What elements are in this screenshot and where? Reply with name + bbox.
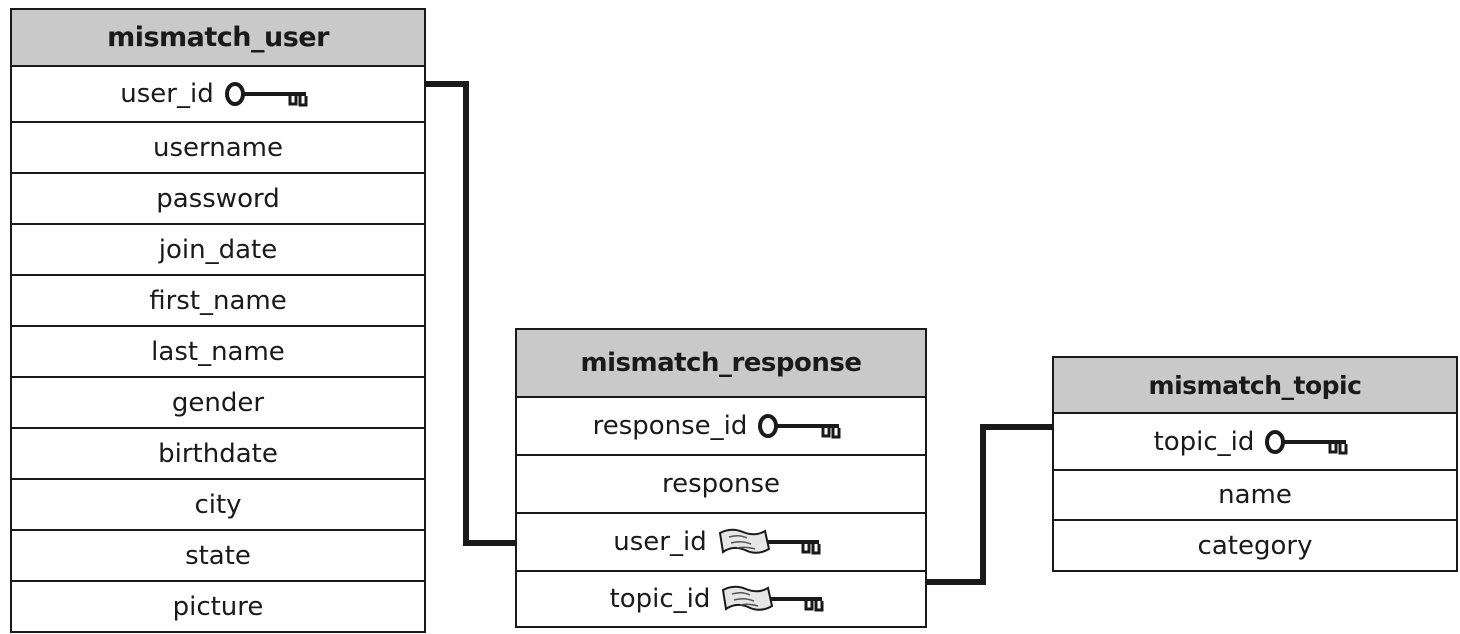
field-row: topic_id bbox=[517, 570, 925, 626]
key-icon bbox=[758, 414, 841, 439]
foreign-key-icon bbox=[718, 528, 821, 555]
field-name: city bbox=[194, 489, 242, 520]
field-name: topic_id bbox=[1153, 426, 1255, 457]
field-name: username bbox=[153, 132, 283, 163]
field-row: username bbox=[12, 121, 424, 172]
field-row: birthdate bbox=[12, 427, 424, 478]
field-name: picture bbox=[172, 591, 264, 622]
table-header: mismatch_response bbox=[517, 330, 925, 398]
connector-topic-id bbox=[890, 424, 1078, 585]
field-row: password bbox=[12, 172, 424, 223]
field-name: name bbox=[1218, 480, 1292, 510]
field-name: state bbox=[185, 540, 251, 571]
field-name: birthdate bbox=[158, 438, 278, 469]
field-row: city bbox=[12, 478, 424, 529]
table-header: mismatch_topic bbox=[1054, 358, 1456, 414]
field-name: user_id bbox=[120, 79, 214, 109]
table-mismatch-topic: mismatch_topic topic_id name category bbox=[1052, 356, 1458, 572]
field-row: join_date bbox=[12, 223, 424, 274]
field-name: join_date bbox=[158, 234, 278, 265]
key-icon bbox=[1265, 429, 1348, 454]
table-title: mismatch_response bbox=[580, 348, 863, 378]
field-row: gender bbox=[12, 376, 424, 427]
field-name: category bbox=[1197, 530, 1313, 561]
field-row: topic_id bbox=[1054, 414, 1456, 469]
table-title: mismatch_topic bbox=[1148, 370, 1362, 400]
field-name: response bbox=[661, 469, 781, 499]
field-row: response_id bbox=[517, 398, 925, 454]
field-row: first_name bbox=[12, 274, 424, 325]
field-name: response_id bbox=[592, 411, 748, 441]
field-row: user_id bbox=[517, 512, 925, 570]
table-mismatch-response: mismatch_response response_id response u… bbox=[515, 328, 927, 628]
field-row: picture bbox=[12, 580, 424, 631]
field-row: name bbox=[1054, 469, 1456, 519]
field-name: first_name bbox=[149, 285, 287, 316]
table-title: mismatch_user bbox=[107, 22, 329, 53]
table-mismatch-user: mismatch_user user_id username password … bbox=[10, 8, 426, 633]
field-name: last_name bbox=[151, 336, 285, 367]
field-row: state bbox=[12, 529, 424, 580]
field-name: password bbox=[156, 183, 280, 214]
field-row: user_id bbox=[12, 67, 424, 121]
table-header: mismatch_user bbox=[12, 10, 424, 67]
field-row: response bbox=[517, 454, 925, 512]
field-name: user_id bbox=[613, 527, 707, 557]
foreign-key-icon bbox=[722, 585, 824, 612]
field-name: gender bbox=[171, 387, 265, 418]
field-row: last_name bbox=[12, 325, 424, 376]
field-row: category bbox=[1054, 519, 1456, 570]
key-icon bbox=[224, 82, 308, 107]
field-name: topic_id bbox=[609, 584, 711, 614]
